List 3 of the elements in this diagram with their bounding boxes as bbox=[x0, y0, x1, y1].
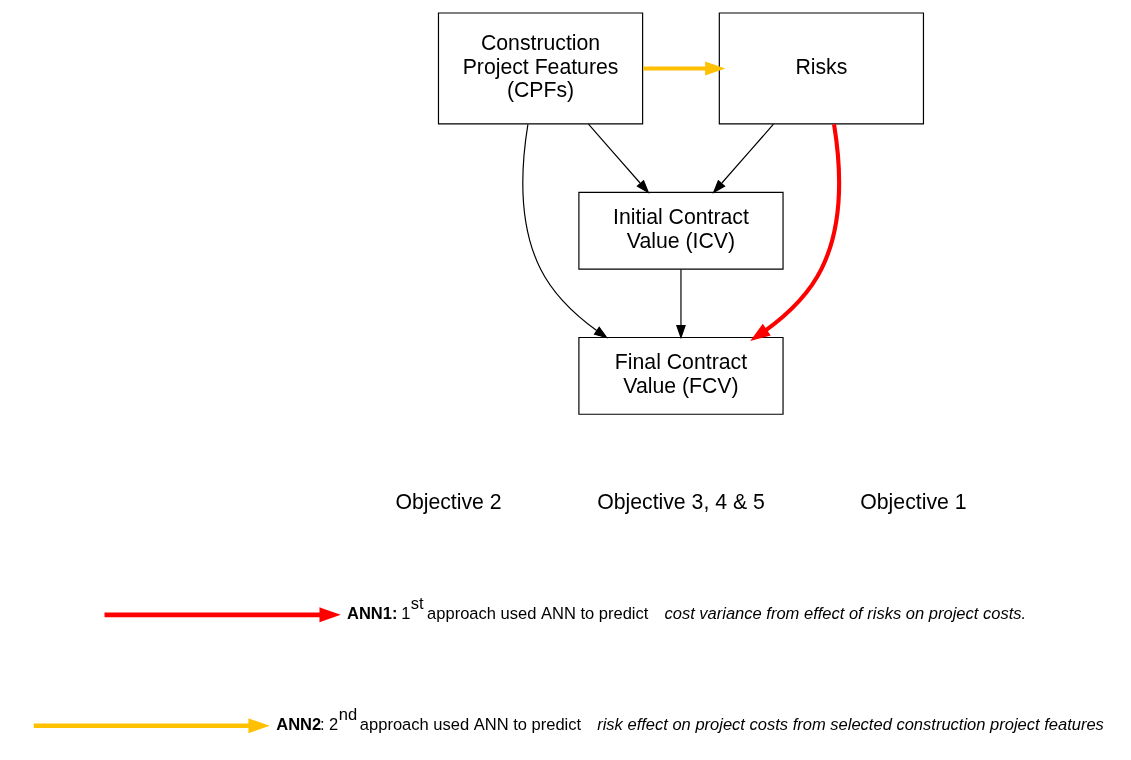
label: Objective 1 bbox=[859, 490, 967, 515]
label: Objective 2 bbox=[394, 490, 502, 515]
label: Objective 3, 4 & 5 bbox=[596, 490, 765, 515]
